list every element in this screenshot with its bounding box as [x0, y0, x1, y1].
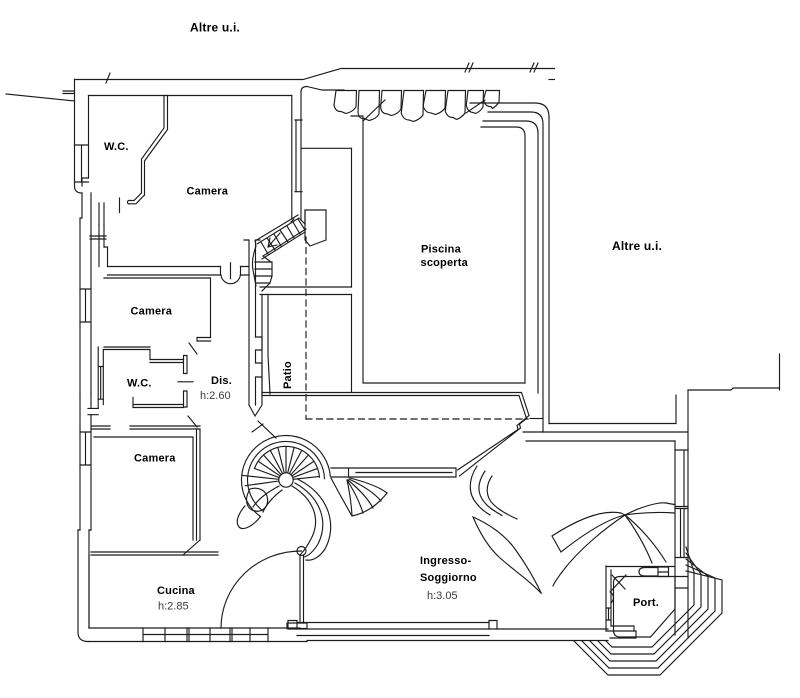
- svg-text:Patio: Patio: [282, 361, 294, 389]
- svg-text:scoperta: scoperta: [421, 257, 469, 269]
- svg-text:Dis.: Dis.: [211, 375, 232, 387]
- svg-text:W.C.: W.C.: [104, 141, 129, 153]
- svg-text:Camera: Camera: [134, 453, 176, 465]
- svg-text:Cucina: Cucina: [157, 585, 196, 597]
- svg-text:Camera: Camera: [187, 186, 229, 198]
- svg-text:Ingresso-: Ingresso-: [420, 555, 471, 567]
- svg-text:Port.: Port.: [633, 597, 659, 609]
- svg-text:Piscina: Piscina: [421, 244, 462, 256]
- svg-text:h:2.60: h:2.60: [200, 390, 231, 402]
- svg-text:W.C.: W.C.: [127, 378, 152, 390]
- svg-text:Soggiorno: Soggiorno: [420, 572, 477, 584]
- svg-text:Altre u.i.: Altre u.i.: [190, 21, 240, 35]
- svg-text:Altre u.i.: Altre u.i.: [612, 239, 662, 253]
- svg-text:h:3.05: h:3.05: [427, 590, 458, 602]
- svg-text:Camera: Camera: [131, 306, 173, 318]
- svg-text:h:2.85: h:2.85: [158, 601, 189, 613]
